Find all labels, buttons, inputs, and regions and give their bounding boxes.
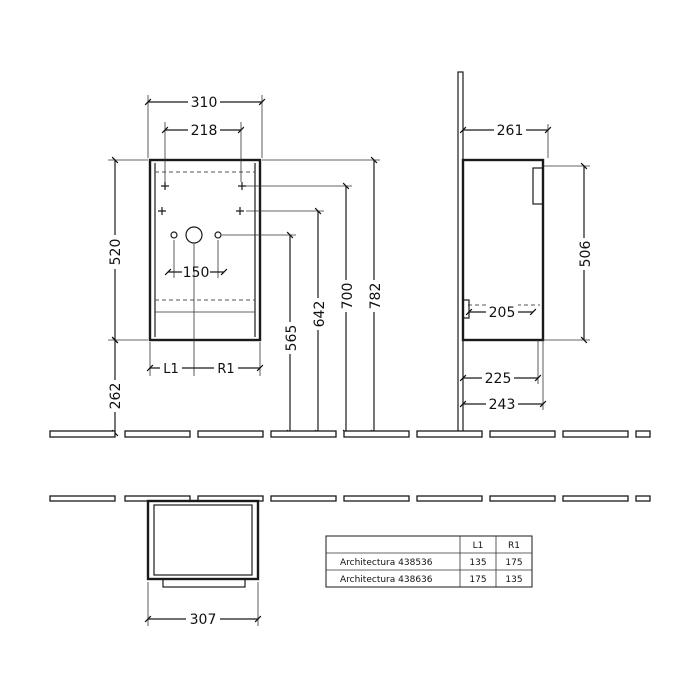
table-row-2-name: Architectura 438636	[340, 575, 433, 585]
dim-width-307: 307	[190, 612, 217, 628]
cabinet-side-outline	[461, 158, 545, 342]
front-view: 310 218 520 262 150 L1 R1	[106, 94, 384, 437]
cabinet-top-outline	[146, 499, 260, 581]
dim-floor-262: 262	[108, 383, 124, 410]
variant-table: L1 R1 Architectura 438536 135 175 Archit…	[325, 535, 533, 588]
top-view: 307	[49, 495, 651, 628]
table-header-r1: R1	[508, 541, 520, 551]
dim-depth-225: 225	[485, 371, 512, 387]
table-row-2-l1: 175	[469, 575, 486, 585]
dim-depth-261: 261	[497, 123, 524, 139]
floor-line	[49, 430, 651, 438]
table-row-1-r1: 175	[505, 558, 522, 568]
table-row-1-l1: 135	[469, 558, 486, 568]
dim-height-506: 506	[578, 241, 594, 268]
dim-drain-150: 150	[183, 265, 210, 281]
table-header-l1: L1	[473, 541, 484, 551]
side-view: 261 506 205 225 243	[457, 71, 594, 435]
dim-height-700: 700	[340, 283, 356, 310]
dim-depth-205: 205	[489, 305, 516, 321]
dim-height-565: 565	[284, 325, 300, 352]
dim-width-310: 310	[191, 95, 218, 111]
dim-width-218: 218	[191, 123, 218, 139]
dim-depth-243: 243	[489, 397, 516, 413]
dim-height-782: 782	[368, 283, 384, 310]
dim-r1: R1	[217, 362, 234, 377]
table-row-1-name: Architectura 438536	[340, 558, 433, 568]
cabinet-front-outline	[148, 158, 262, 342]
dim-height-520: 520	[108, 239, 124, 266]
table-row-2-r1: 135	[505, 575, 522, 585]
dim-height-642: 642	[312, 301, 328, 328]
mounting-points	[158, 182, 246, 244]
dim-l1: L1	[163, 362, 179, 377]
